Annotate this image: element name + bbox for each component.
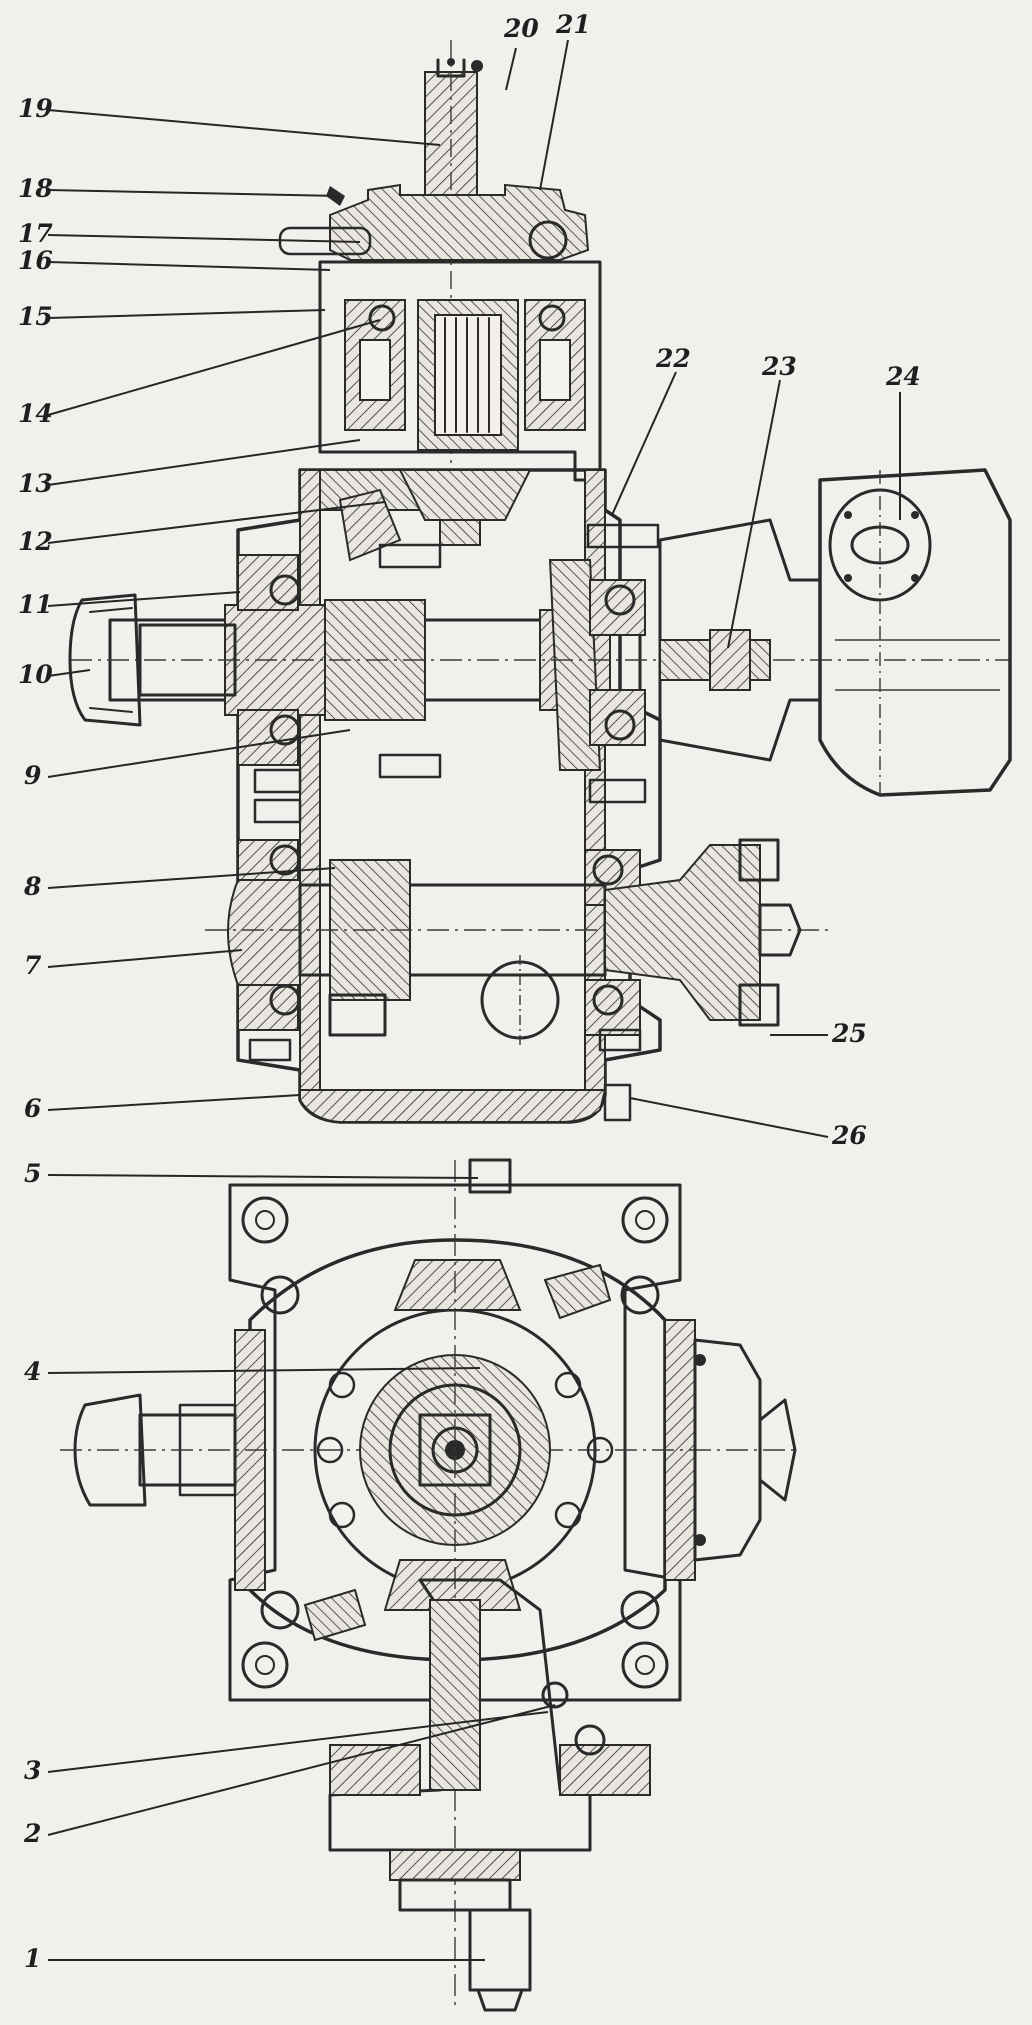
callout-20: 20 [504, 14, 539, 43]
callout-21: 21 [556, 10, 591, 39]
callout-1: 1 [24, 1944, 42, 1973]
central-hub [313, 1308, 614, 1592]
callout-19: 19 [18, 94, 53, 123]
primary-shaft [68, 559, 1010, 771]
top-housing-cap [278, 183, 590, 261]
callout-6: 6 [24, 1094, 42, 1123]
callout-24: 24 [886, 362, 921, 391]
right-bearings [584, 579, 646, 1036]
right-end-cap [693, 1338, 797, 1562]
top-input-shaft [424, 40, 483, 480]
callout-26: 26 [832, 1121, 867, 1150]
callout-16: 16 [18, 246, 53, 275]
callout-13: 13 [18, 469, 53, 498]
lower-plan-view [60, 1158, 800, 2012]
callout-23: 23 [762, 352, 797, 381]
callout-9: 9 [24, 761, 42, 790]
callout-5: 5 [24, 1159, 42, 1188]
callout-8: 8 [24, 872, 42, 901]
callout-15: 15 [18, 302, 53, 331]
callout-12: 12 [18, 527, 53, 556]
callout-4: 4 [24, 1357, 42, 1386]
leader-lines [47, 39, 901, 1961]
callout-17: 17 [18, 219, 53, 248]
callout-18: 18 [18, 174, 53, 203]
housing-bolts [248, 523, 660, 1122]
callout-14: 14 [18, 399, 53, 428]
bottom-output-housing [328, 1578, 651, 2012]
callout-2: 2 [24, 1819, 42, 1848]
callout-10: 10 [18, 660, 53, 689]
callout-7: 7 [24, 951, 42, 980]
callout-25: 25 [832, 1019, 867, 1048]
mounting-holes [241, 1196, 669, 1689]
callout-3: 3 [24, 1756, 42, 1785]
side-pump-unit [658, 468, 1012, 800]
upper-section-view [68, 40, 1012, 1124]
lower-casing [248, 1238, 667, 1662]
callout-11: 11 [18, 590, 53, 619]
mounting-plate [228, 1183, 682, 1702]
callout-22: 22 [656, 344, 691, 373]
upper-bevel-gear [338, 469, 532, 562]
intermediate-shaft [205, 838, 830, 1037]
upper-bearing-housing [318, 260, 602, 482]
